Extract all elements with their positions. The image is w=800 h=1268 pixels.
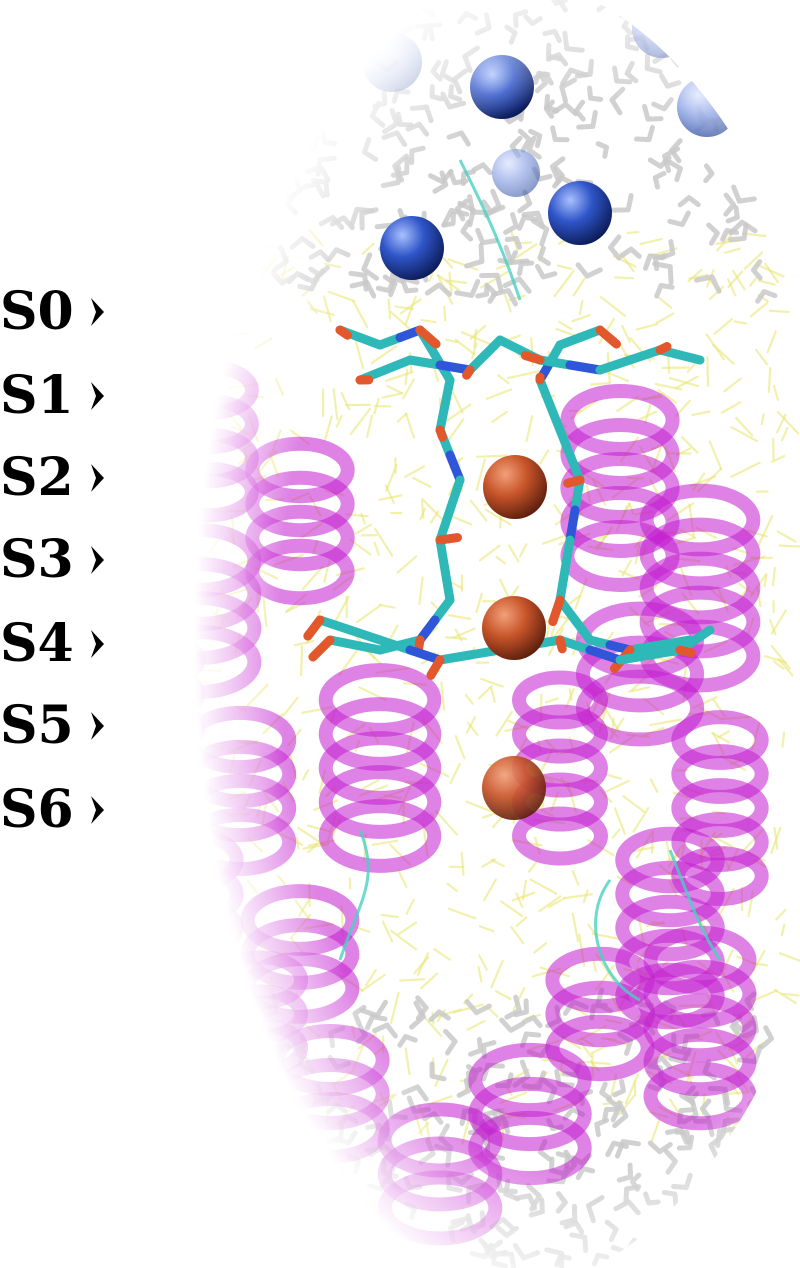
- chevron-right-icon: [88, 366, 108, 426]
- water-layer: [164, 0, 791, 1268]
- site-label-text: S1: [0, 365, 74, 426]
- site-label-s1: S1: [0, 366, 108, 426]
- ion-layer: [362, 0, 737, 820]
- selectivity-filter: [303, 325, 715, 680]
- site-label-s4: S4: [0, 614, 108, 674]
- site-label-text: S3: [0, 529, 74, 590]
- chevron-right-icon: [88, 530, 108, 590]
- site-label-text: S6: [0, 779, 74, 840]
- site-label-s2: S2: [0, 448, 108, 508]
- protein-loop-layer: [338, 159, 722, 1002]
- chevron-right-icon: [88, 696, 108, 756]
- site-label-s3: S3: [0, 530, 108, 590]
- chevron-right-icon: [88, 614, 108, 674]
- site-label-text: S0: [0, 281, 74, 342]
- chevron-right-icon: [88, 448, 108, 508]
- site-label-text: S5: [0, 695, 74, 756]
- site-label-s5: S5: [0, 696, 108, 756]
- chevron-right-icon: [88, 780, 108, 840]
- site-label-text: S2: [0, 447, 74, 508]
- chevron-right-icon: [88, 282, 108, 342]
- site-label-s6: S6: [0, 780, 108, 840]
- protein-helix-layer: [114, 359, 769, 1246]
- site-label-s0: S0: [0, 282, 108, 342]
- site-label-text: S4: [0, 613, 74, 674]
